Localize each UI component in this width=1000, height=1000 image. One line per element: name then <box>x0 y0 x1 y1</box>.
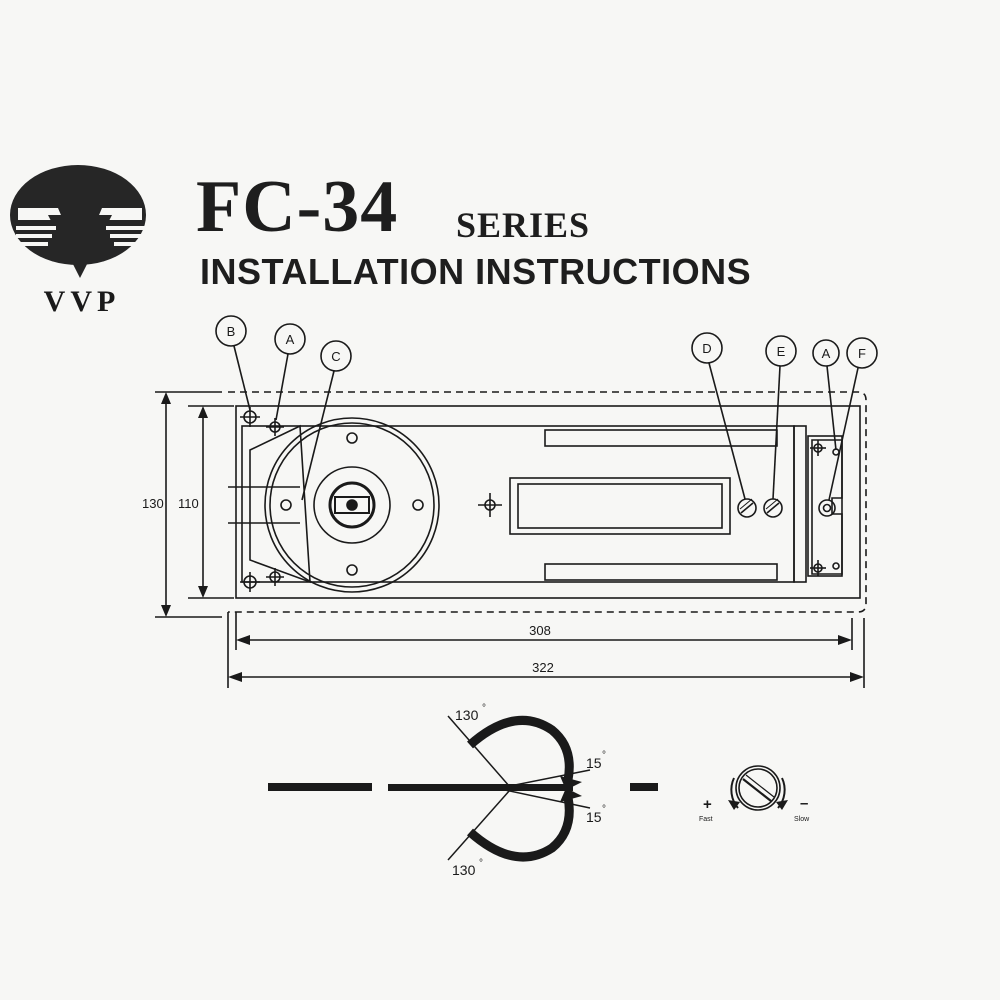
valve-d <box>737 498 757 518</box>
callout-c <box>320 340 352 372</box>
spindle-housing-inner <box>269 422 435 588</box>
angle-open-bottom-degree: ° <box>479 858 483 869</box>
dim-inner-length: 308 <box>529 623 551 638</box>
callout-d <box>691 332 723 364</box>
callout-a-right-label: A <box>822 346 831 361</box>
upper-rail <box>544 429 778 447</box>
screw-hole <box>346 432 358 444</box>
angle-open-bottom: 130 <box>452 862 476 878</box>
angle-open-top-degree: ° <box>482 703 486 714</box>
piston-block <box>509 477 731 535</box>
cover-plate <box>235 405 861 599</box>
speed-plus: + <box>703 796 712 813</box>
door-line-middle <box>388 784 573 791</box>
callout-b <box>215 315 247 347</box>
callout-a-left-label: A <box>286 332 295 347</box>
right-end-cap <box>793 425 807 583</box>
callout-d-label: D <box>702 341 711 356</box>
vvp-logo <box>10 165 146 278</box>
callout-a-left <box>274 323 306 355</box>
spindle-housing-outer <box>264 417 440 593</box>
angle-stop-bottom-degree: ° <box>602 804 606 815</box>
door-swing-diagram <box>268 715 658 862</box>
brand-name: VVP <box>43 285 121 318</box>
model-number: FC-34 <box>196 166 399 248</box>
callout-e-label: E <box>777 344 786 359</box>
screw-hole <box>346 564 358 576</box>
dim-outer-height: 130 <box>142 496 164 511</box>
callout-e <box>765 335 797 367</box>
angle-stop-top-degree: ° <box>602 750 606 761</box>
callout-f <box>846 337 878 369</box>
angle-open-top: 130 <box>455 707 479 723</box>
swing-arc-top <box>467 715 574 781</box>
page-title: INSTALLATION INSTRUCTIONS <box>200 251 752 292</box>
callout-c-label: C <box>331 349 340 364</box>
screw-hole <box>412 499 424 511</box>
speed-slow: Slow <box>794 816 810 823</box>
door-line-right <box>630 783 658 791</box>
lower-rail <box>544 563 778 581</box>
swing-arc-bottom <box>467 796 574 862</box>
outer-casing <box>228 391 867 613</box>
door-line-left <box>268 783 372 791</box>
dim-outer-length: 322 <box>532 660 554 675</box>
dim-inner-height: 110 <box>178 496 199 511</box>
left-bracket <box>249 424 311 584</box>
angle-stop-top: 15 <box>586 755 602 771</box>
angle-stop-bottom: 15 <box>586 809 602 825</box>
speed-screw-icon <box>730 765 786 811</box>
screw-hole <box>280 499 292 511</box>
callout-b-label: B <box>227 324 236 339</box>
spindle-ring <box>313 466 391 544</box>
callout-a-right <box>812 339 840 367</box>
spindle-core <box>328 481 376 529</box>
callout-f-label: F <box>858 346 866 361</box>
adjust-screw-f <box>818 499 836 517</box>
speed-minus: – <box>800 795 808 812</box>
series-label: SERIES <box>456 205 591 245</box>
speed-fast: Fast <box>699 816 713 823</box>
